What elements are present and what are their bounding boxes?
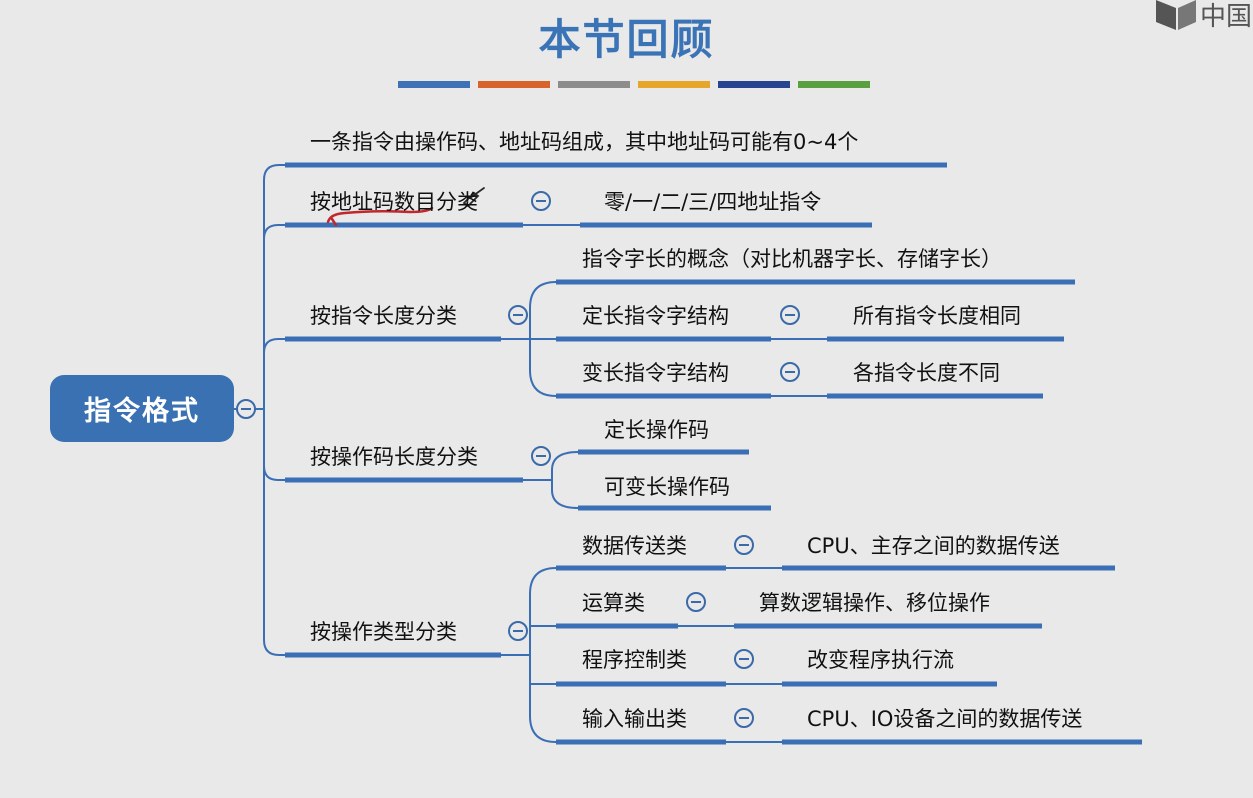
- handwritten-underline-annotation: [326, 206, 434, 227]
- node-data-transfer: 数据传送类: [582, 534, 687, 558]
- leaf-cpu-memory-transfer: CPU、主存之间的数据传送: [807, 534, 1060, 558]
- node-input-output: 输入输出类: [582, 707, 687, 731]
- node-variable-length-instruction: 变长指令字结构: [582, 361, 729, 385]
- page-title: 本节回顾: [538, 15, 715, 64]
- collapse-button-input-output[interactable]: [734, 708, 754, 728]
- collapse-button-variable-length[interactable]: [780, 362, 800, 382]
- node-fixed-length-instruction: 定长指令字结构: [582, 304, 729, 328]
- leaf-variable-length-opcode: 可变长操作码: [604, 475, 730, 499]
- node-underlines: [285, 162, 1142, 745]
- branch-by-address-count: 按地址码数目分类: [310, 190, 478, 214]
- collapse-button-arithmetic[interactable]: [686, 592, 706, 612]
- root-node-label: 指令格式: [84, 396, 200, 427]
- root-collapse-button[interactable]: [236, 399, 256, 419]
- leaf-cpu-io-transfer: CPU、IO设备之间的数据传送: [807, 707, 1083, 731]
- divider-segment-yellow: [638, 81, 710, 88]
- connector-lines: [234, 164, 827, 743]
- collapse-button-opcode-length[interactable]: [531, 446, 551, 466]
- branch-by-operation-type: 按操作类型分类: [310, 620, 457, 644]
- root-node[interactable]: 指令格式: [50, 375, 234, 442]
- collapse-button-operation-type[interactable]: [508, 621, 528, 641]
- collapse-button-fixed-length[interactable]: [780, 305, 800, 325]
- branch-by-instruction-length: 按指令长度分类: [310, 304, 457, 328]
- divider-segment-orange: [478, 81, 550, 88]
- branch-by-opcode-length: 按操作码长度分类: [310, 445, 478, 469]
- collapse-button-address-count[interactable]: [531, 191, 551, 211]
- node-instruction-word-length-concept: 指令字长的概念（对比机器字长、存储字长）: [582, 247, 1002, 271]
- leaf-instructions-different-length: 各指令长度不同: [853, 361, 1000, 385]
- branch-opcode-address-summary: 一条指令由操作码、地址码组成，其中地址码可能有0~4个: [310, 130, 859, 154]
- leaf-all-instructions-same-length: 所有指令长度相同: [853, 304, 1021, 328]
- book-logo-icon: [1156, 0, 1196, 30]
- pen-cursor-scribble: [462, 187, 485, 208]
- watermark-text: 中国: [1200, 2, 1253, 32]
- leaf-address-instruction-types: 零/一/二/三/四地址指令: [604, 190, 822, 214]
- leaf-change-program-flow: 改变程序执行流: [807, 648, 954, 672]
- collapse-button-program-control[interactable]: [734, 649, 754, 669]
- collapse-button-data-transfer[interactable]: [734, 535, 754, 555]
- node-arithmetic: 运算类: [582, 591, 645, 615]
- node-program-control: 程序控制类: [582, 648, 687, 672]
- leaf-arithmetic-logic-shift: 算数逻辑操作、移位操作: [759, 591, 990, 615]
- leaf-fixed-length-opcode: 定长操作码: [604, 418, 709, 442]
- divider-segment-blue: [398, 81, 470, 88]
- divider-segment-navy: [718, 81, 790, 88]
- divider-segment-green: [798, 81, 870, 88]
- collapse-button-instruction-length[interactable]: [508, 305, 528, 325]
- divider-segment-gray: [558, 81, 630, 88]
- watermark: 中国: [1152, 0, 1253, 32]
